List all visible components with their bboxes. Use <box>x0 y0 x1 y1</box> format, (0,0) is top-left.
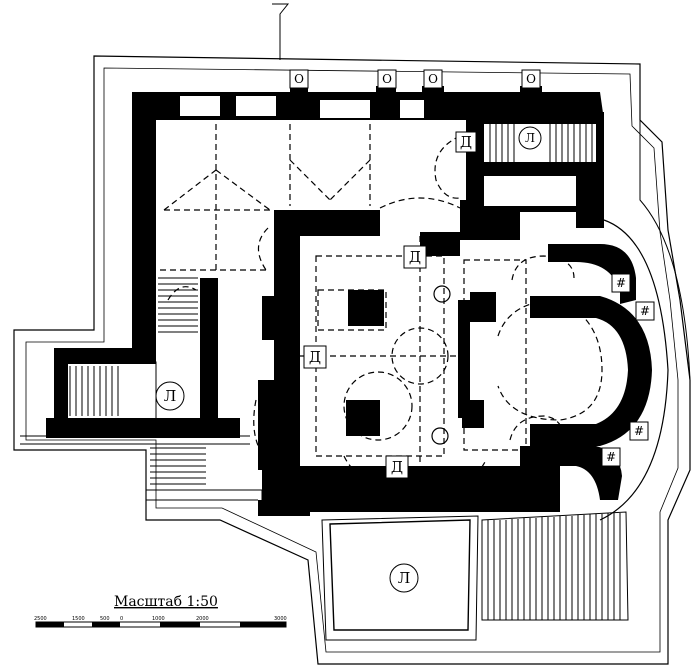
marker-d-north: Д <box>403 245 427 269</box>
marker-hash-1: # <box>611 273 631 293</box>
svg-text:Л: Л <box>398 569 411 587</box>
south-stair-outline <box>481 511 629 621</box>
marker-d-north-chapel: Д <box>455 131 477 153</box>
site-inner-outline <box>25 67 679 653</box>
east-curve <box>599 219 669 521</box>
marker-o-2: О <box>377 69 397 89</box>
north-chapel-lower-room <box>484 176 576 206</box>
marker-o-1: О <box>289 69 309 89</box>
scale-tick-5: 1000 <box>152 616 165 622</box>
west-annex-stair-treads <box>69 366 119 416</box>
svg-text:О: О <box>294 72 304 86</box>
svg-text:Д: Д <box>391 458 403 476</box>
scale-tick-3: 500 <box>100 616 110 622</box>
marker-d-south: Д <box>385 455 409 479</box>
svg-text:О: О <box>382 72 392 86</box>
marker-o-4: О <box>521 69 541 89</box>
marker-o-3: О <box>423 69 443 89</box>
west-annex-frame <box>63 361 157 421</box>
svg-text:О: О <box>526 72 536 86</box>
scale-bar: Масштаб 1:50 2500 1500 500 0 1000 2000 3… <box>34 594 287 628</box>
site-outline <box>13 55 691 665</box>
svg-text:#: # <box>616 276 626 290</box>
svg-text:О: О <box>428 72 438 86</box>
scale-tick-1: 2500 <box>34 616 47 622</box>
svg-text:Л: Л <box>525 131 535 145</box>
column-north <box>433 285 451 303</box>
vault-lines <box>160 124 603 497</box>
column-south <box>431 427 449 445</box>
north-wall-openings <box>180 96 424 118</box>
marker-l-west-annex: Л <box>155 381 185 411</box>
scale-tick-2: 1500 <box>72 616 85 622</box>
scale-title: Масштаб 1:50 <box>114 594 218 610</box>
svg-text:#: # <box>640 304 650 318</box>
scale-tick-4: 0 <box>120 616 123 622</box>
scale-tick-7: 3000 <box>274 616 287 622</box>
ground-lines <box>20 435 263 514</box>
axis-lead-line <box>272 3 290 60</box>
svg-text:Д: Д <box>460 133 472 151</box>
scale-tick-6: 2000 <box>196 616 209 622</box>
marker-l-north-chapel: Л <box>518 126 542 150</box>
svg-text:#: # <box>634 424 644 438</box>
svg-text:#: # <box>606 450 616 464</box>
svg-text:Л: Л <box>164 387 177 405</box>
north-column-bases <box>290 86 542 100</box>
south-porch-steps <box>150 447 206 485</box>
svg-text:Д: Д <box>309 348 321 366</box>
marker-hash-2: # <box>635 301 655 321</box>
south-stair-treads <box>487 513 621 620</box>
east-curve-inner <box>639 120 691 381</box>
west-stair-treads <box>158 277 198 333</box>
south-porch-room <box>329 519 471 631</box>
svg-text:Д: Д <box>409 248 421 266</box>
marker-d-west: Д <box>303 345 327 369</box>
south-porch-outer <box>321 515 479 641</box>
marker-hash-3: # <box>629 421 649 441</box>
marker-l-south-porch: Л <box>389 563 419 593</box>
north-stair-treads <box>489 124 593 162</box>
marker-hash-4: # <box>601 447 621 467</box>
